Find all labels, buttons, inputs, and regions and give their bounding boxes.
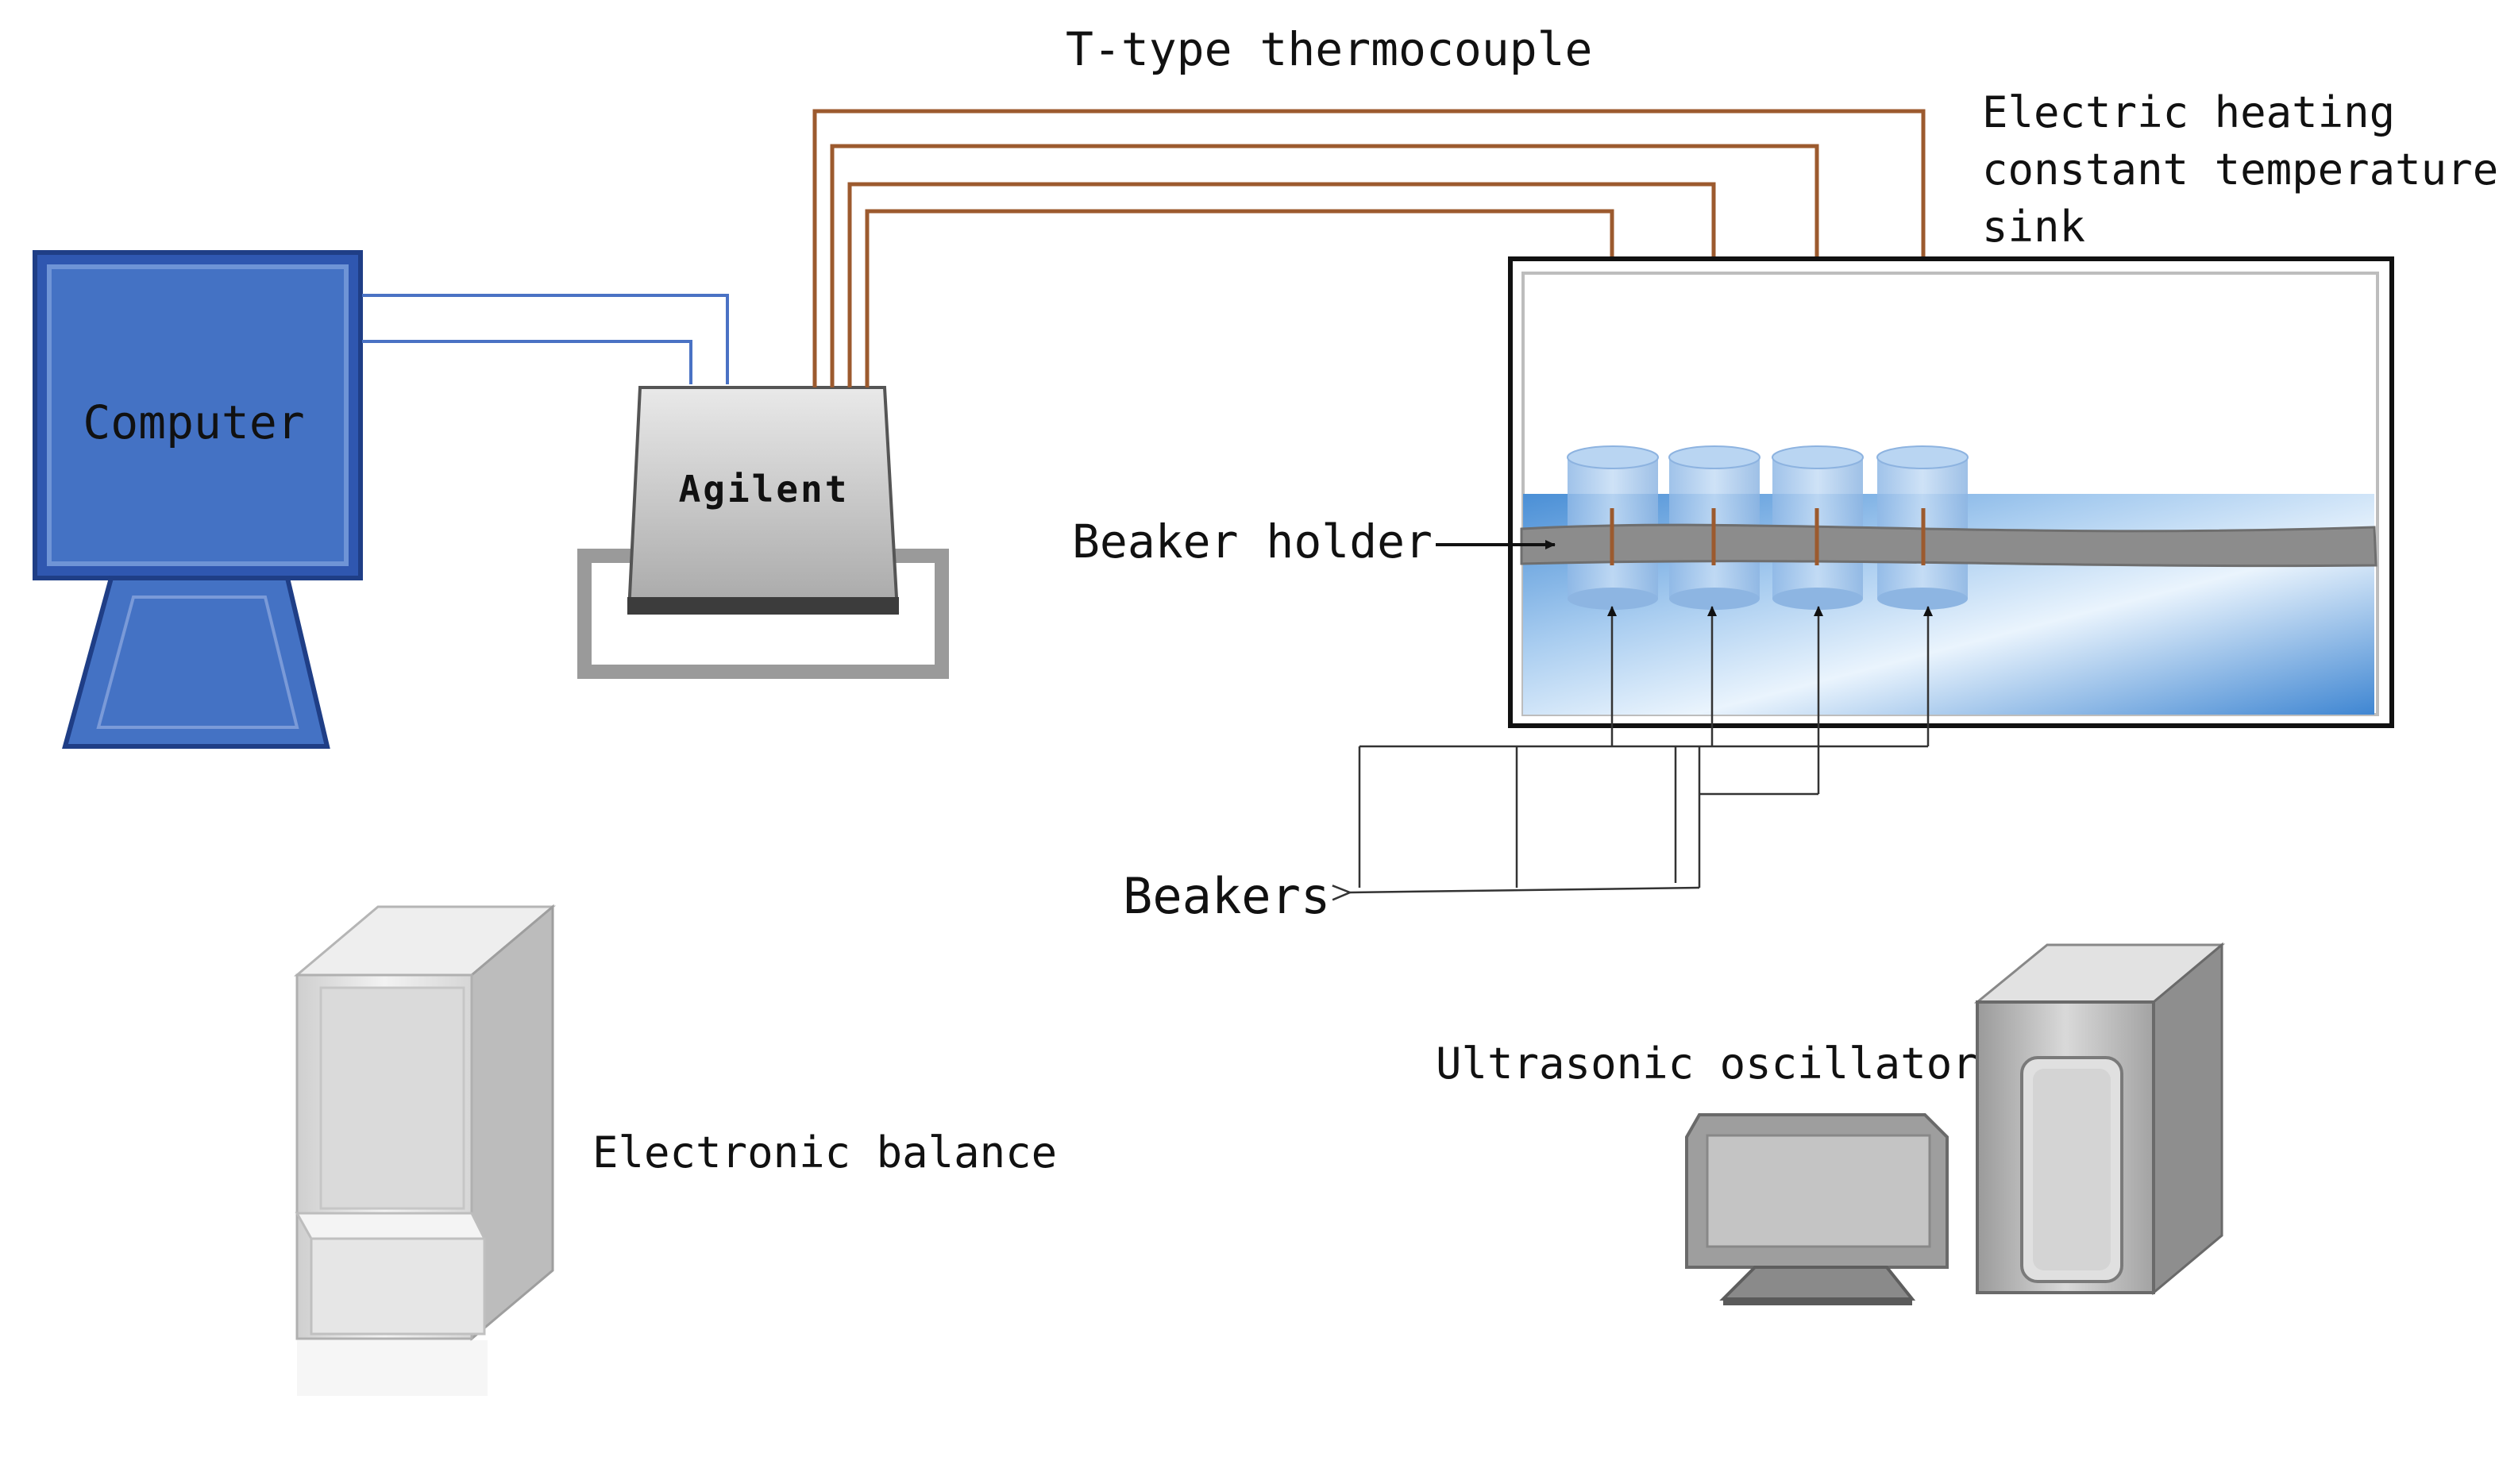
ultrasonic-oscillator-label: Ultrasonic oscillator <box>1436 1039 1978 1089</box>
agilent-data-logger-icon: Agilent <box>577 386 949 679</box>
beaker-holder-label: Beaker holder <box>1072 515 1433 569</box>
sink-label-line-3: sink <box>1982 202 2085 252</box>
data-cable <box>362 294 729 384</box>
beakers-leader-lines <box>1350 606 1933 892</box>
beaker-holder <box>1520 523 2378 568</box>
thermocouple-label: T-type thermocouple <box>1066 22 1592 76</box>
ultrasonic-oscillator-monitor-icon <box>1685 1113 1949 1305</box>
electronic-balance-icon <box>293 904 557 1396</box>
sink-label-line-1: Electric heating <box>1982 87 2395 137</box>
beakers-label: Beakers <box>1123 867 1330 925</box>
electronic-balance-label: Electronic balance <box>592 1127 1057 1178</box>
sink-label-line-2: constant temperature <box>1982 145 2498 195</box>
ultrasonic-oscillator-unit-icon <box>1973 942 2226 1296</box>
thermocouple-tips <box>1610 508 1926 565</box>
agilent-label: Agilent <box>679 468 850 511</box>
computer-label: Computer <box>83 395 304 449</box>
computer-icon: Computer <box>33 250 363 749</box>
